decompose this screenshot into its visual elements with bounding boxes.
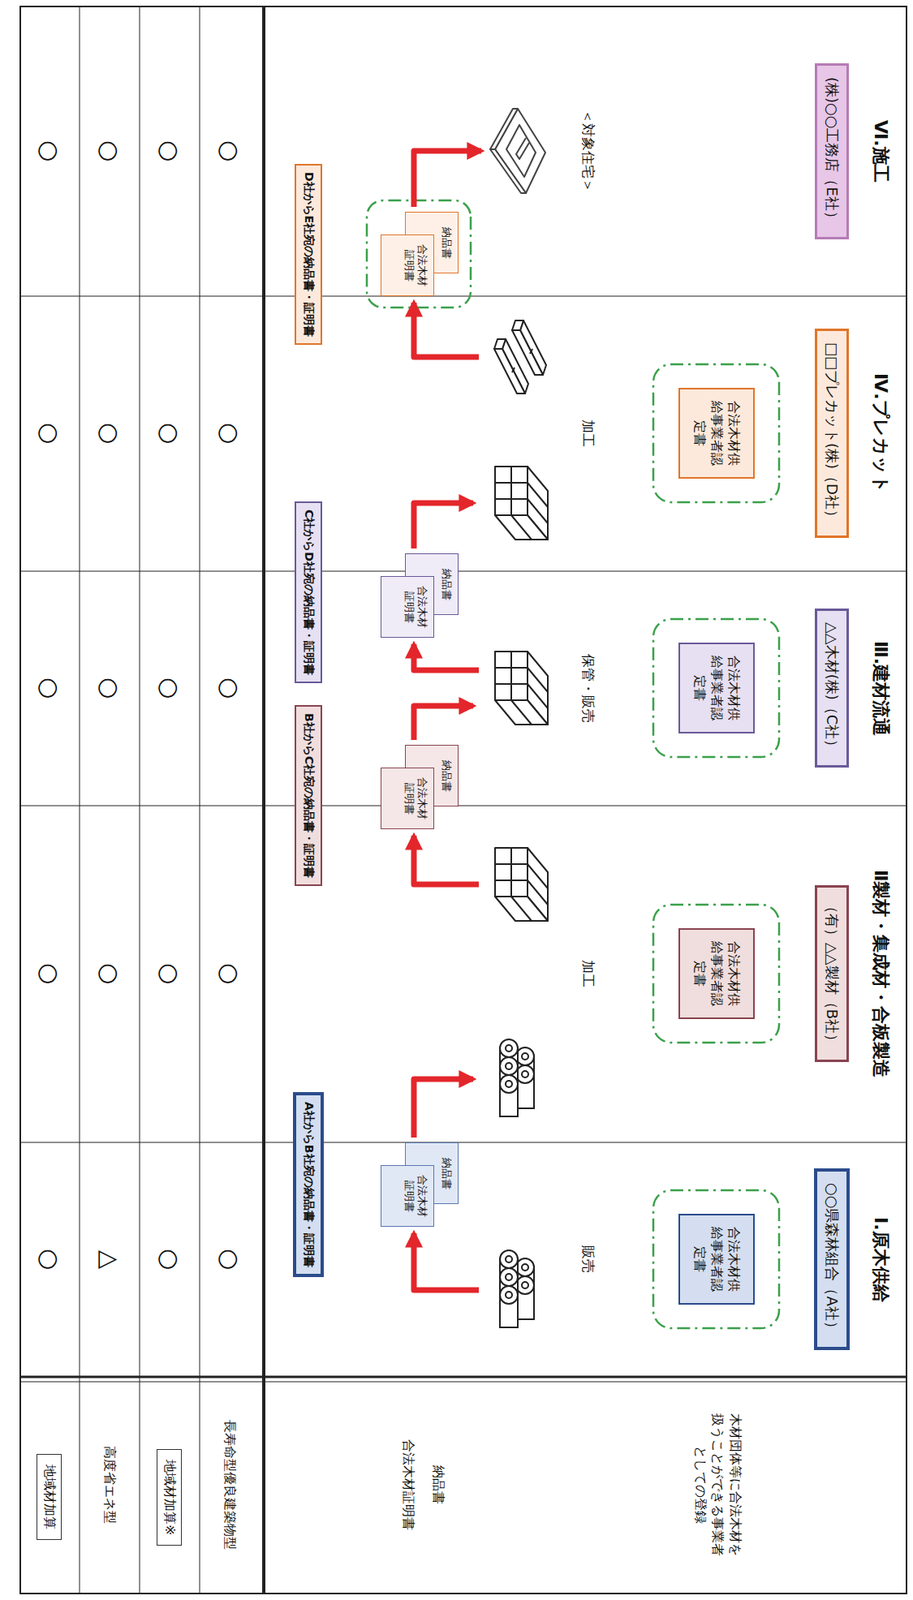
- section-heading: Ⅰ.原木供給: [868, 1217, 893, 1303]
- row-label: 地域材加算: [36, 1454, 62, 1541]
- node-text: （有）△△製材（B社）: [822, 899, 842, 1049]
- certificate-box: 合法木材供給事業者認定書: [678, 387, 755, 479]
- table-mark: ○: [97, 963, 122, 985]
- node-text: □□プレカット(株)（D社）: [822, 342, 842, 525]
- company-box: ○○県森林組合（A社）: [813, 1168, 850, 1351]
- company-box: (株)○○工務店（E社）: [814, 63, 849, 240]
- row-label: 高度省エネ型: [100, 1446, 118, 1525]
- row-label: 納品書: [429, 1465, 447, 1505]
- section-heading: Ⅵ.施工: [868, 120, 893, 183]
- table-mark: ○: [97, 422, 122, 444]
- table-mark: ○: [157, 963, 182, 985]
- target-label: ＜対象住宅＞: [578, 109, 598, 193]
- node-text: 合法木材証明書: [402, 241, 430, 289]
- document-banner: C社からD社宛の納品書・証明書: [294, 501, 323, 684]
- row-label: 木材団体等に合法木材を扱うことができる事業者としての登録: [691, 1408, 745, 1563]
- table-mark: ○: [217, 140, 242, 162]
- table-mark: ○: [37, 1248, 62, 1271]
- certificate-slip: 合法木材証明書: [380, 767, 435, 830]
- section-heading: Ⅳ.プレカット: [868, 373, 893, 494]
- process-label: 加工: [578, 419, 598, 448]
- certificate-box: 合法木材供給事業者認定書: [678, 1214, 755, 1305]
- certificate-box: 合法木材供給事業者認定書: [678, 928, 755, 1020]
- node-text: (株)○○工務店（E社）: [822, 77, 842, 226]
- certificate-box: 合法木材供給事業者認定書: [678, 642, 755, 734]
- table-mark: ○: [157, 422, 182, 444]
- process-label: 加工: [578, 960, 598, 988]
- table-mark: ○: [37, 422, 62, 444]
- section-heading: Ⅱ製材・集成材・合板製造: [868, 869, 893, 1079]
- node-text: 納品書: [439, 1149, 453, 1198]
- node-text: 納品書: [439, 752, 453, 800]
- table-mark: ○: [157, 140, 182, 162]
- node-text: ○○県森林組合（A社）: [822, 1183, 842, 1336]
- table-mark: ○: [157, 1248, 182, 1271]
- company-box: （有）△△製材（B社）: [814, 885, 849, 1063]
- node-text: 合法木材証明書: [402, 1172, 430, 1220]
- company-box: △△木材(株)（C社）: [814, 608, 849, 768]
- table-mark: ○: [217, 963, 242, 985]
- row-label: 地域材加算※: [156, 1449, 182, 1547]
- company-box: □□プレカット(株)（D社）: [814, 328, 849, 539]
- table-mark: △: [97, 1250, 122, 1270]
- node-text: 合法木材供給事業者認定書: [691, 397, 742, 470]
- table-mark: ○: [37, 140, 62, 162]
- node-text: 合法木材供給事業者認定書: [691, 652, 742, 724]
- certificate-slip: 合法木材証明書: [380, 1165, 435, 1228]
- process-label: 販売: [578, 1245, 598, 1274]
- document-banner: A社からB社宛の納品書・証明書: [292, 1092, 324, 1278]
- document-banner: D社からE社宛の納品書・証明書: [294, 163, 323, 345]
- certificate-slip: 合法木材証明書: [380, 576, 435, 638]
- table-mark: ○: [97, 677, 122, 699]
- node-text: 合法木材供給事業者認定書: [691, 938, 742, 1010]
- section-heading: Ⅲ.建材流通: [868, 641, 893, 737]
- table-mark: ○: [217, 1248, 242, 1271]
- node-text: D社からE社宛の納品書・証明書: [301, 172, 316, 337]
- table-mark: ○: [217, 677, 242, 699]
- node-text: 納品書: [439, 560, 453, 608]
- row-label: 合法木材証明書: [399, 1439, 417, 1531]
- node-text: 合法木材供給事業者認定書: [691, 1223, 742, 1296]
- node-text: 合法木材証明書: [402, 775, 430, 823]
- process-label: 保管・販売: [578, 654, 598, 724]
- row-label: 長寿命型優良建築物型: [220, 1420, 238, 1551]
- table-mark: ○: [37, 963, 62, 985]
- table-mark: ○: [37, 677, 62, 699]
- node-text: 納品書: [439, 219, 453, 267]
- table-mark: ○: [97, 140, 122, 162]
- certificate-slip: 合法木材証明書: [380, 234, 435, 297]
- node-text: C社からD社宛の納品書・証明書: [301, 509, 316, 676]
- node-text: 合法木材証明書: [402, 583, 430, 631]
- document-banner: B社からC社宛の納品書・証明書: [294, 705, 323, 887]
- table-mark: ○: [217, 422, 242, 444]
- node-text: A社からB社宛の納品書・証明書: [301, 1102, 316, 1268]
- node-text: B社からC社宛の納品書・証明書: [301, 713, 316, 879]
- node-text: △△木材(株)（C社）: [822, 622, 842, 754]
- table-mark: ○: [157, 677, 182, 699]
